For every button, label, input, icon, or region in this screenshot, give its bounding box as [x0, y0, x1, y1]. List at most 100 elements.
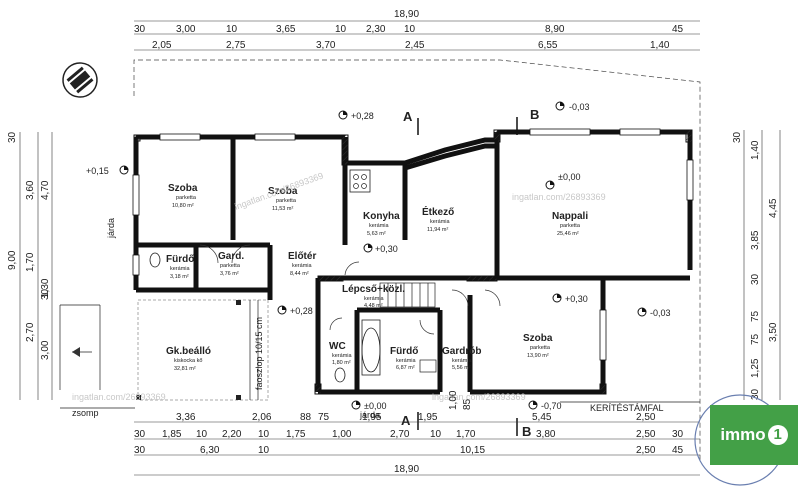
svg-text:11,94 m²: 11,94 m²	[427, 227, 448, 233]
dim-right: 30	[750, 388, 761, 400]
dim-left: 3,60	[25, 180, 36, 200]
dim-bottom-r2: 2,20	[222, 429, 242, 440]
svg-text:parketta: parketta	[530, 345, 551, 351]
room-konyha: Konyha kerámia 5,63 m²	[363, 211, 400, 237]
dim-bottom-extra: 1,00	[448, 390, 459, 410]
svg-text:Fürdő: Fürdő	[166, 254, 194, 265]
room-szoba-3: Szoba parketta 13,90 m²	[523, 333, 553, 359]
dim-top-r2: 1,40	[650, 40, 670, 51]
section-a-bottom: A	[401, 413, 411, 428]
level-markers: +0,28 -0,03 ±0,00 +0,15 +0,30 +0,28 +0,3…	[86, 101, 671, 411]
dim-bottom-r3: 10,15	[460, 445, 485, 456]
dim-bottom-r3: 45	[672, 445, 684, 456]
dim-top-r2: 2,75	[226, 40, 246, 51]
left-dimensions: 30 3,60 4,70 9,00 1,70 1,30 2,70 3,00 30	[7, 131, 53, 400]
section-b-bottom: B	[522, 424, 531, 439]
dim-top-r2: 6,55	[538, 40, 558, 51]
dim-bottom-r2: 30	[134, 429, 146, 440]
dim-top-r1: 2,30	[366, 24, 386, 35]
dim-right: 4,45	[768, 198, 779, 218]
dim-top-r1: 8,90	[545, 24, 565, 35]
dim-bottom-r3: 2,50	[636, 445, 656, 456]
level-mark: +0,15	[86, 166, 109, 176]
dim-bottom-r2: 2,70	[390, 429, 410, 440]
level-mark: -0,03	[650, 308, 671, 318]
dim-left: 3,00	[40, 340, 51, 360]
room-gard: Gard. parketta 3,76 m²	[218, 251, 244, 277]
dim-left: 4,70	[40, 180, 51, 200]
svg-text:3,76 m²: 3,76 m²	[220, 271, 239, 277]
svg-text:4,48 m²: 4,48 m²	[364, 303, 383, 309]
dim-bottom-r1: 75	[318, 412, 330, 423]
svg-text:kerámia: kerámia	[332, 353, 353, 359]
staircase	[379, 282, 436, 308]
logo-text: immo	[720, 425, 766, 444]
dim-bottom-r3: 6,30	[200, 445, 220, 456]
dim-left: 9,00	[7, 250, 18, 270]
carport	[136, 299, 269, 401]
svg-text:5,63 m²: 5,63 m²	[367, 231, 386, 237]
svg-text:parketta: parketta	[560, 223, 581, 229]
dim-bottom-extra: 85	[462, 398, 473, 410]
dim-left: 1,70	[25, 252, 36, 272]
svg-text:parketta: parketta	[276, 198, 297, 204]
room-furdo-2: Fürdő kerámia 6,87 m²	[390, 346, 418, 371]
room-nappali: Nappali parketta 25,46 m²	[552, 211, 588, 237]
dim-bottom-r1: 5,45	[532, 412, 552, 423]
fixtures	[149, 169, 437, 383]
svg-text:kerámia: kerámia	[452, 358, 473, 364]
section-b-top: B	[530, 107, 539, 122]
dim-left: 1,30	[40, 278, 51, 298]
svg-text:Előtér: Előtér	[288, 251, 316, 262]
dim-bottom-r1: 2,06	[252, 412, 272, 423]
room-etkezo: Étkező kerámia 11,94 m²	[422, 205, 454, 233]
jarda-label: járda	[106, 218, 116, 239]
dim-bottom-r1: 1,95	[418, 412, 438, 423]
svg-text:WC: WC	[329, 341, 346, 352]
plot-boundary	[133, 59, 701, 460]
dim-bottom-r2: 1,75	[286, 429, 306, 440]
dim-bottom-r2: 10	[196, 429, 208, 440]
dim-bottom-total: 18,90	[394, 464, 419, 475]
level-mark: ±0,00	[558, 172, 580, 182]
svg-text:25,46 m²: 25,46 m²	[557, 231, 579, 237]
level-mark: -0,03	[569, 102, 590, 112]
dim-right: 30	[750, 273, 761, 285]
svg-text:Szoba: Szoba	[268, 186, 298, 197]
dim-bottom-r3: 30	[134, 445, 146, 456]
room-gk-beallo: Gk.beálló kiskocka kő 32,81 m²	[166, 346, 211, 372]
level-mark: +0,28	[351, 111, 374, 121]
dim-bottom-r2: 1,70	[456, 429, 476, 440]
dim-top-r2: 2,05	[152, 40, 172, 51]
svg-text:Gardrób: Gardrób	[442, 346, 481, 357]
fence-label: KERÍTÉSTÁMFAL	[590, 403, 664, 413]
svg-text:kerámia: kerámia	[396, 358, 417, 364]
watermark: ingatlan.com/26893369	[72, 392, 166, 402]
svg-text:kerámia: kerámia	[170, 266, 191, 272]
dim-bottom-r2: 10	[430, 429, 442, 440]
svg-text:Nappali: Nappali	[552, 211, 588, 222]
column-label: faoszlop 10/15 cm	[254, 317, 264, 390]
level-mark: -0,70	[541, 401, 562, 411]
svg-text:kerámia: kerámia	[430, 219, 451, 225]
svg-text:kerámia: kerámia	[369, 223, 390, 229]
svg-text:kerámia: kerámia	[292, 263, 313, 269]
dim-bottom-r2: 3,80	[536, 429, 556, 440]
svg-text:10,80 m²: 10,80 m²	[172, 203, 194, 209]
svg-text:13,90 m²: 13,90 m²	[527, 353, 549, 359]
watermark: ingatlan.com/26893369	[512, 192, 606, 202]
room-furdo-1: Fürdő kerámia 3,18 m²	[166, 254, 194, 280]
svg-text:parketta: parketta	[220, 263, 241, 269]
dim-bottom-r2: 10	[258, 429, 270, 440]
dim-bottom-r1: 3,36	[176, 412, 196, 423]
watermark: ingatlan.com/26893369	[432, 392, 526, 402]
right-dimensions: 30 1,40 4,45 3,85 30 75 75 3,50 1,25 30	[732, 130, 781, 400]
doors	[199, 244, 501, 335]
section-a-top: A	[403, 109, 413, 124]
dim-right: 1,40	[750, 140, 761, 160]
dim-right: 3,85	[750, 230, 761, 250]
zsomp-label: zsomp	[72, 408, 99, 418]
svg-text:Fürdő: Fürdő	[390, 346, 418, 357]
svg-text:Gard.: Gard.	[218, 251, 244, 262]
svg-text:kiskocka kő: kiskocka kő	[174, 358, 202, 364]
